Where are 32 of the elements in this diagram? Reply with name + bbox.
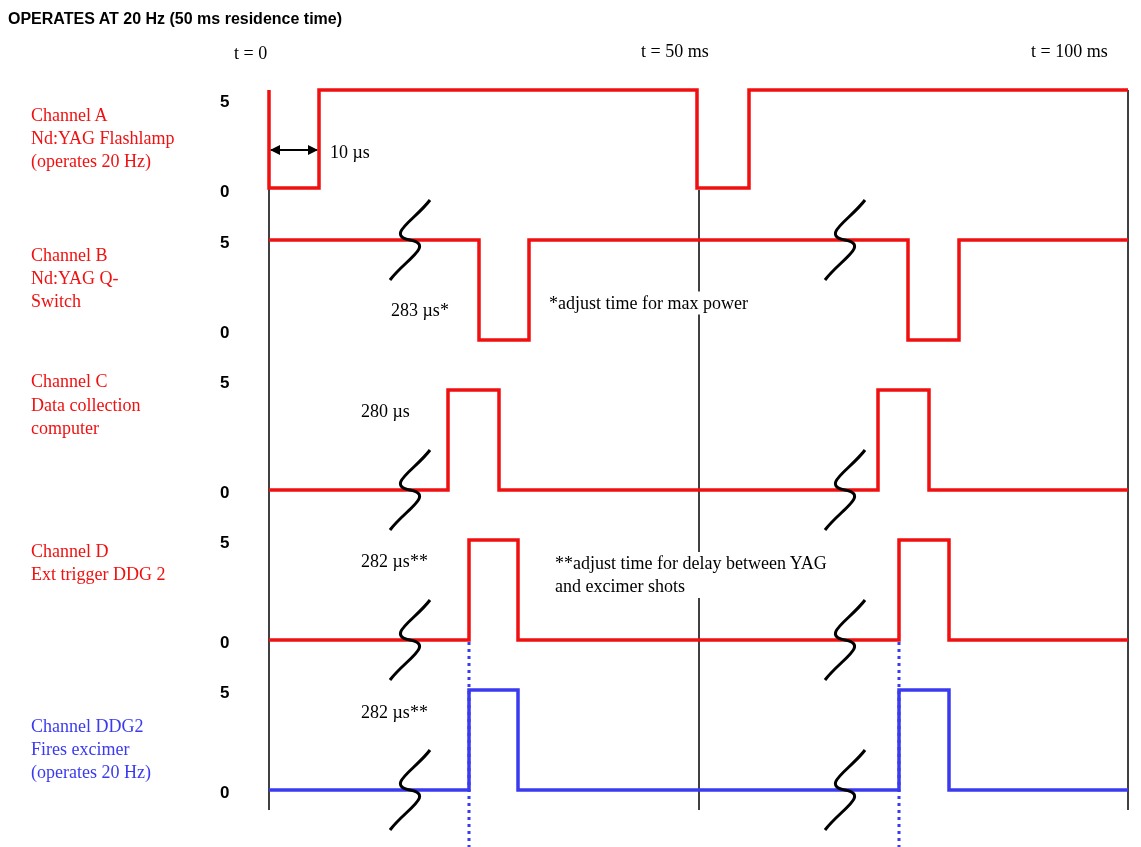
- channel-label: Data collection computer: [31, 394, 142, 440]
- level-label: 0: [220, 781, 230, 804]
- channel-label: Nd:YAG Flashlamp: [31, 126, 175, 150]
- channel-label: Fires excimer: [31, 737, 130, 761]
- diagram-title: OPERATES AT 20 Hz (50 ms residence time): [8, 10, 343, 28]
- level-label: 5: [220, 90, 230, 113]
- level-label: 0: [220, 631, 230, 654]
- level-label: 5: [220, 681, 230, 704]
- channel-label: (operates 20 Hz): [31, 760, 151, 784]
- duration-label: 280 µs: [361, 399, 410, 423]
- channel-label: Nd:YAG Q-Switch: [31, 267, 120, 313]
- channel-label: Channel A: [31, 103, 108, 127]
- time-label: t = 0: [234, 41, 268, 65]
- level-label: 5: [220, 371, 230, 394]
- time-label: t = 100 ms: [1031, 39, 1108, 63]
- channel-label: Ext trigger DDG 2: [31, 562, 166, 586]
- channel-label: (operates 20 Hz): [31, 149, 151, 173]
- duration-label: 282 µs**: [361, 700, 428, 724]
- duration-label: 10 µs: [330, 140, 370, 164]
- duration-label: 283 µs*: [391, 298, 449, 322]
- channel-label: Channel C: [31, 369, 108, 393]
- level-label: 0: [220, 481, 230, 504]
- level-label: 5: [220, 531, 230, 554]
- channel-label: Channel DDG2: [31, 714, 144, 738]
- duration-label: 282 µs**: [361, 549, 428, 573]
- channel-label: Channel B: [31, 243, 108, 267]
- time-label: t = 50 ms: [641, 39, 709, 63]
- level-label: 0: [220, 180, 230, 203]
- channel-label: Channel D: [31, 539, 109, 563]
- level-label: 5: [220, 231, 230, 254]
- note-text: *adjust time for max power: [549, 291, 748, 315]
- level-label: 0: [220, 321, 230, 344]
